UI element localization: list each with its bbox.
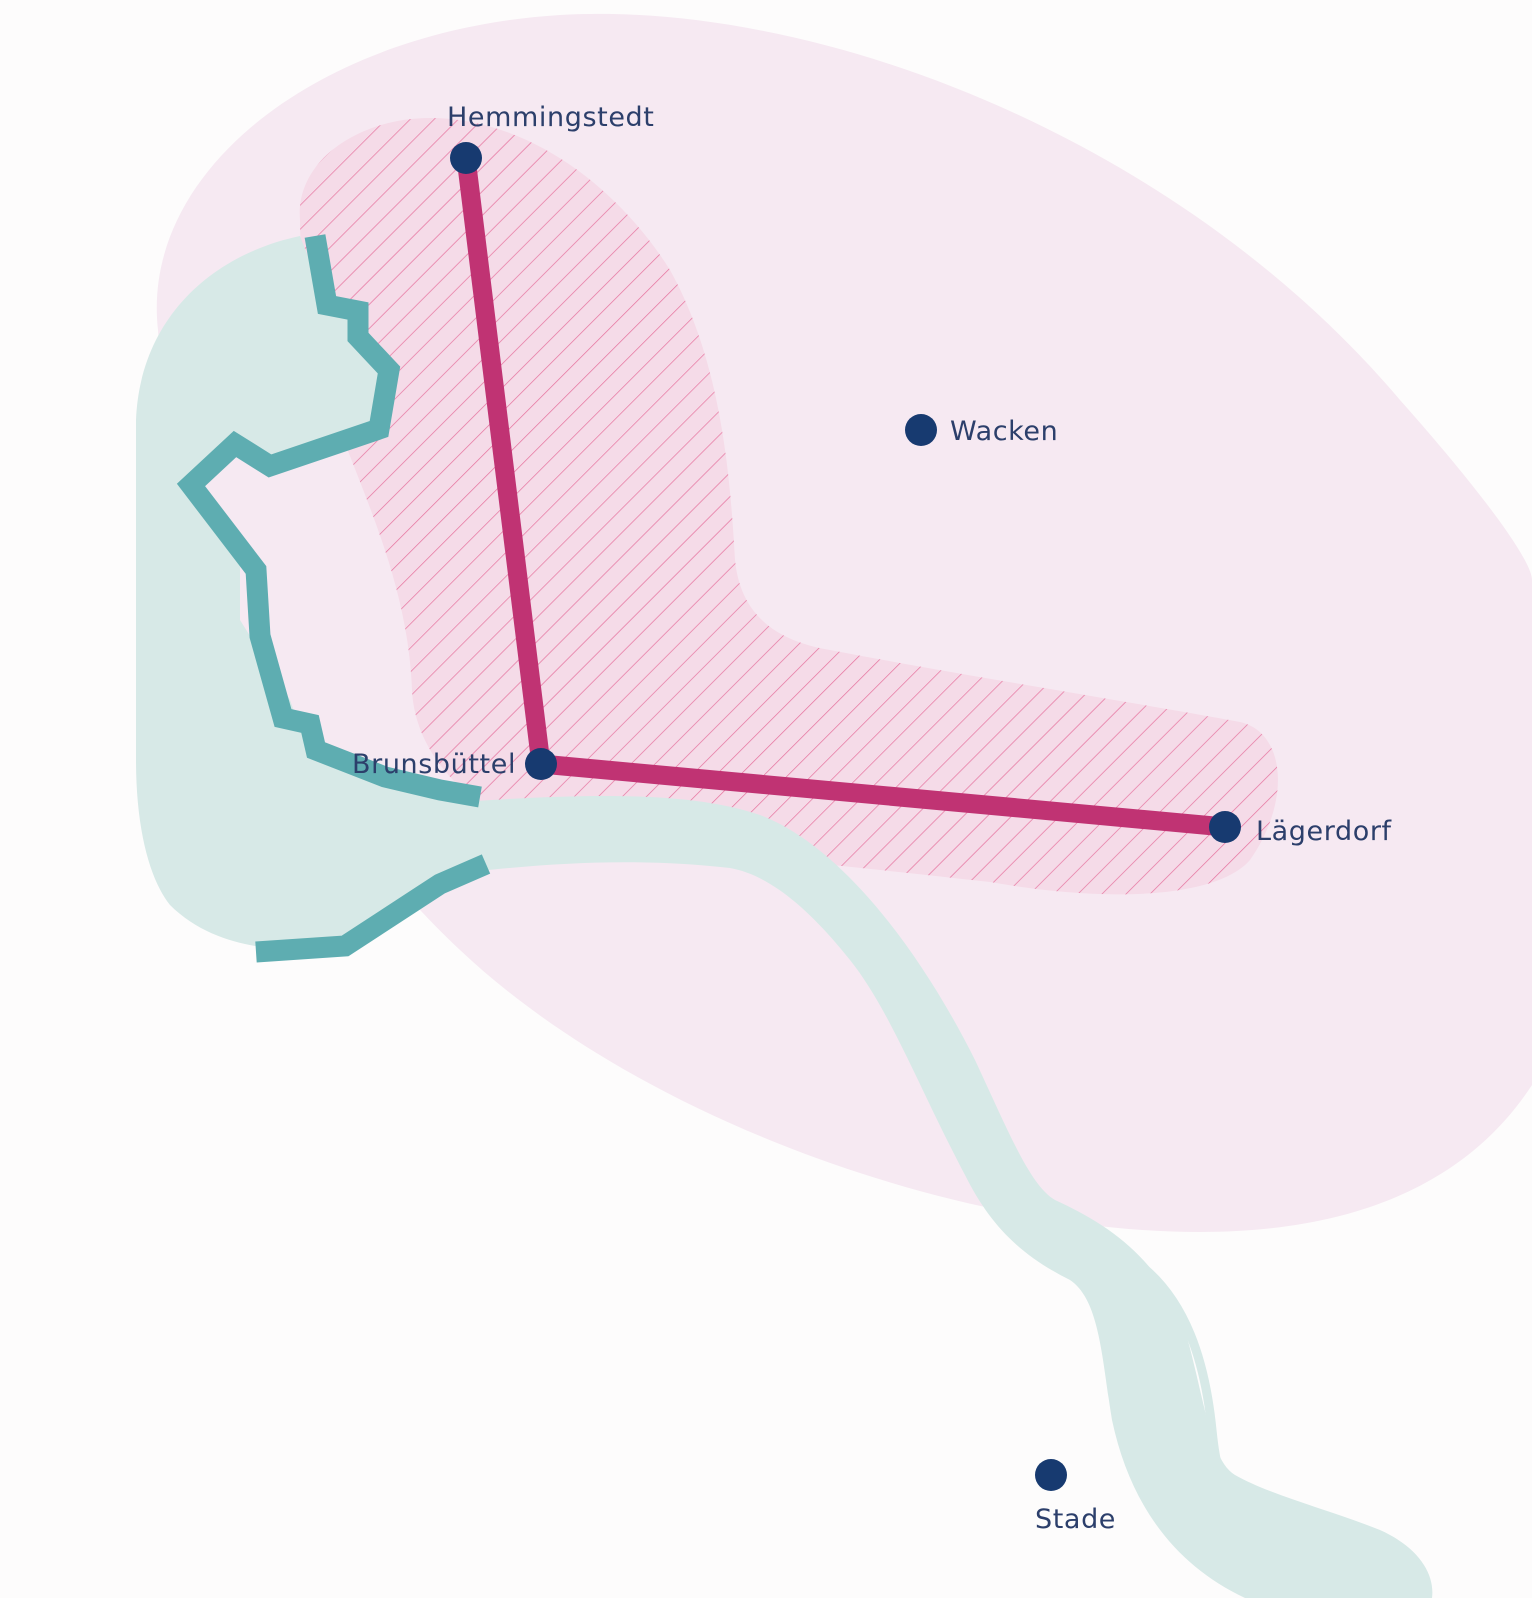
place-label-wacken: Wacken <box>950 416 1058 447</box>
place-marker-brunsbuettel <box>525 748 557 780</box>
place-label-hemmingstedt: Hemmingstedt <box>447 102 654 133</box>
place-marker-hemmingstedt <box>450 142 482 174</box>
corridor-area <box>299 118 1278 895</box>
water-river <box>430 795 1433 1598</box>
place-label-laegerdorf: Lägerdorf <box>1256 816 1393 847</box>
place-marker-wacken <box>905 414 937 446</box>
water-side-channel <box>1137 1261 1234 1496</box>
place-label-brunsbuettel: Brunsbüttel <box>352 749 516 780</box>
coastline <box>176 234 482 808</box>
place-marker-stade <box>1035 1459 1067 1491</box>
place-marker-laegerdorf <box>1209 811 1241 843</box>
coastline-south <box>255 854 491 963</box>
place-label-stade: Stade <box>1035 1504 1116 1535</box>
